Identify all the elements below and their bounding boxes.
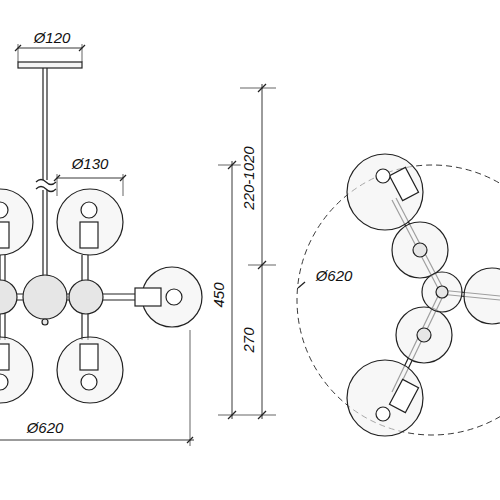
plan-view	[297, 154, 500, 436]
canopy-part	[82, 44, 83, 62]
connector-spheres-part	[23, 275, 67, 319]
diameter-dimension: Ø620	[25, 420, 66, 437]
plan-holders-part	[417, 328, 431, 342]
plan-globes-part	[396, 307, 452, 363]
dimension-lines	[0, 84, 276, 446]
lamp-holders-part	[80, 222, 98, 248]
diameter-dimension: Ø130	[70, 156, 111, 173]
lamp-holders-part	[81, 202, 97, 218]
glass-globes	[0, 189, 202, 403]
glass-globes-part	[0, 337, 33, 403]
plan-holders-part	[389, 379, 418, 412]
plan-holders-part	[413, 243, 427, 257]
canopy-part	[15, 45, 21, 51]
lamp-holders-part	[0, 344, 9, 370]
lamp-holders-part	[166, 289, 182, 305]
plan-globes-part	[347, 154, 423, 230]
lamp-holders-part	[81, 374, 97, 390]
height-dimension: 270	[241, 325, 258, 354]
dimension-lines-part	[258, 411, 266, 419]
height-dimension: 450	[211, 280, 228, 309]
dimension-lines-part	[218, 415, 276, 416]
dimension-lines-part	[190, 330, 191, 446]
diameter-dimension: Ø120	[32, 30, 73, 47]
plan-globes-part	[464, 268, 500, 324]
plan-globes-part	[422, 272, 462, 312]
stem	[36, 68, 56, 276]
stem-part	[36, 180, 56, 185]
stem-part	[42, 68, 43, 180]
plan-view-part	[298, 282, 305, 288]
canopy-part	[18, 44, 19, 62]
stem-part	[46, 68, 47, 180]
lamp-holders-part	[0, 202, 8, 218]
connector-spheres-part	[69, 280, 103, 314]
dimension-lines-part	[187, 437, 193, 443]
lamp-holders-part	[0, 222, 9, 248]
dimension-lines-part	[57, 178, 123, 179]
lamp-holders-part	[0, 374, 8, 390]
dimension-lines-part	[228, 411, 236, 419]
lamp-holders-part	[135, 288, 161, 306]
dimension-lines-part	[54, 175, 60, 181]
dimension-lines-part	[228, 161, 236, 169]
plan-holders-part	[436, 286, 448, 298]
dimension-lines-part	[232, 161, 233, 419]
stem-part	[42, 190, 43, 276]
lamp-holders	[0, 202, 182, 390]
dimension-lines-part	[258, 261, 266, 269]
glass-globes-part	[57, 189, 123, 255]
diameter-dimension: Ø620	[314, 268, 355, 285]
dimension-lines-part	[262, 84, 263, 419]
plan-globes	[347, 154, 500, 436]
canopy-part	[18, 62, 82, 68]
front-elevation	[0, 44, 276, 446]
dimension-lines-part	[120, 175, 126, 181]
plan-globes-part	[392, 222, 448, 278]
dimension-lines-part	[240, 88, 276, 89]
lamp-holders-part	[80, 344, 98, 370]
canopy	[15, 44, 85, 68]
stem-part	[36, 187, 56, 192]
glass-globes-part	[57, 337, 123, 403]
connector-spheres-part	[0, 280, 17, 314]
dimension-lines-part	[258, 84, 266, 92]
dimension-lines-part	[0, 440, 194, 441]
connector-spheres	[0, 275, 103, 325]
plan-holders-part	[376, 407, 390, 421]
plan-globes-part	[347, 360, 423, 436]
connector-spheres-part	[42, 319, 48, 325]
arms	[0, 255, 140, 340]
canopy-part	[79, 45, 85, 51]
stem-part	[46, 190, 47, 276]
height-dimension: 220-1020	[241, 144, 258, 211]
plan-holders-part	[376, 169, 390, 183]
plan-holders-part	[389, 167, 418, 200]
glass-globes-part	[0, 189, 33, 255]
plan-holders	[376, 167, 448, 421]
canopy-part	[18, 48, 82, 49]
